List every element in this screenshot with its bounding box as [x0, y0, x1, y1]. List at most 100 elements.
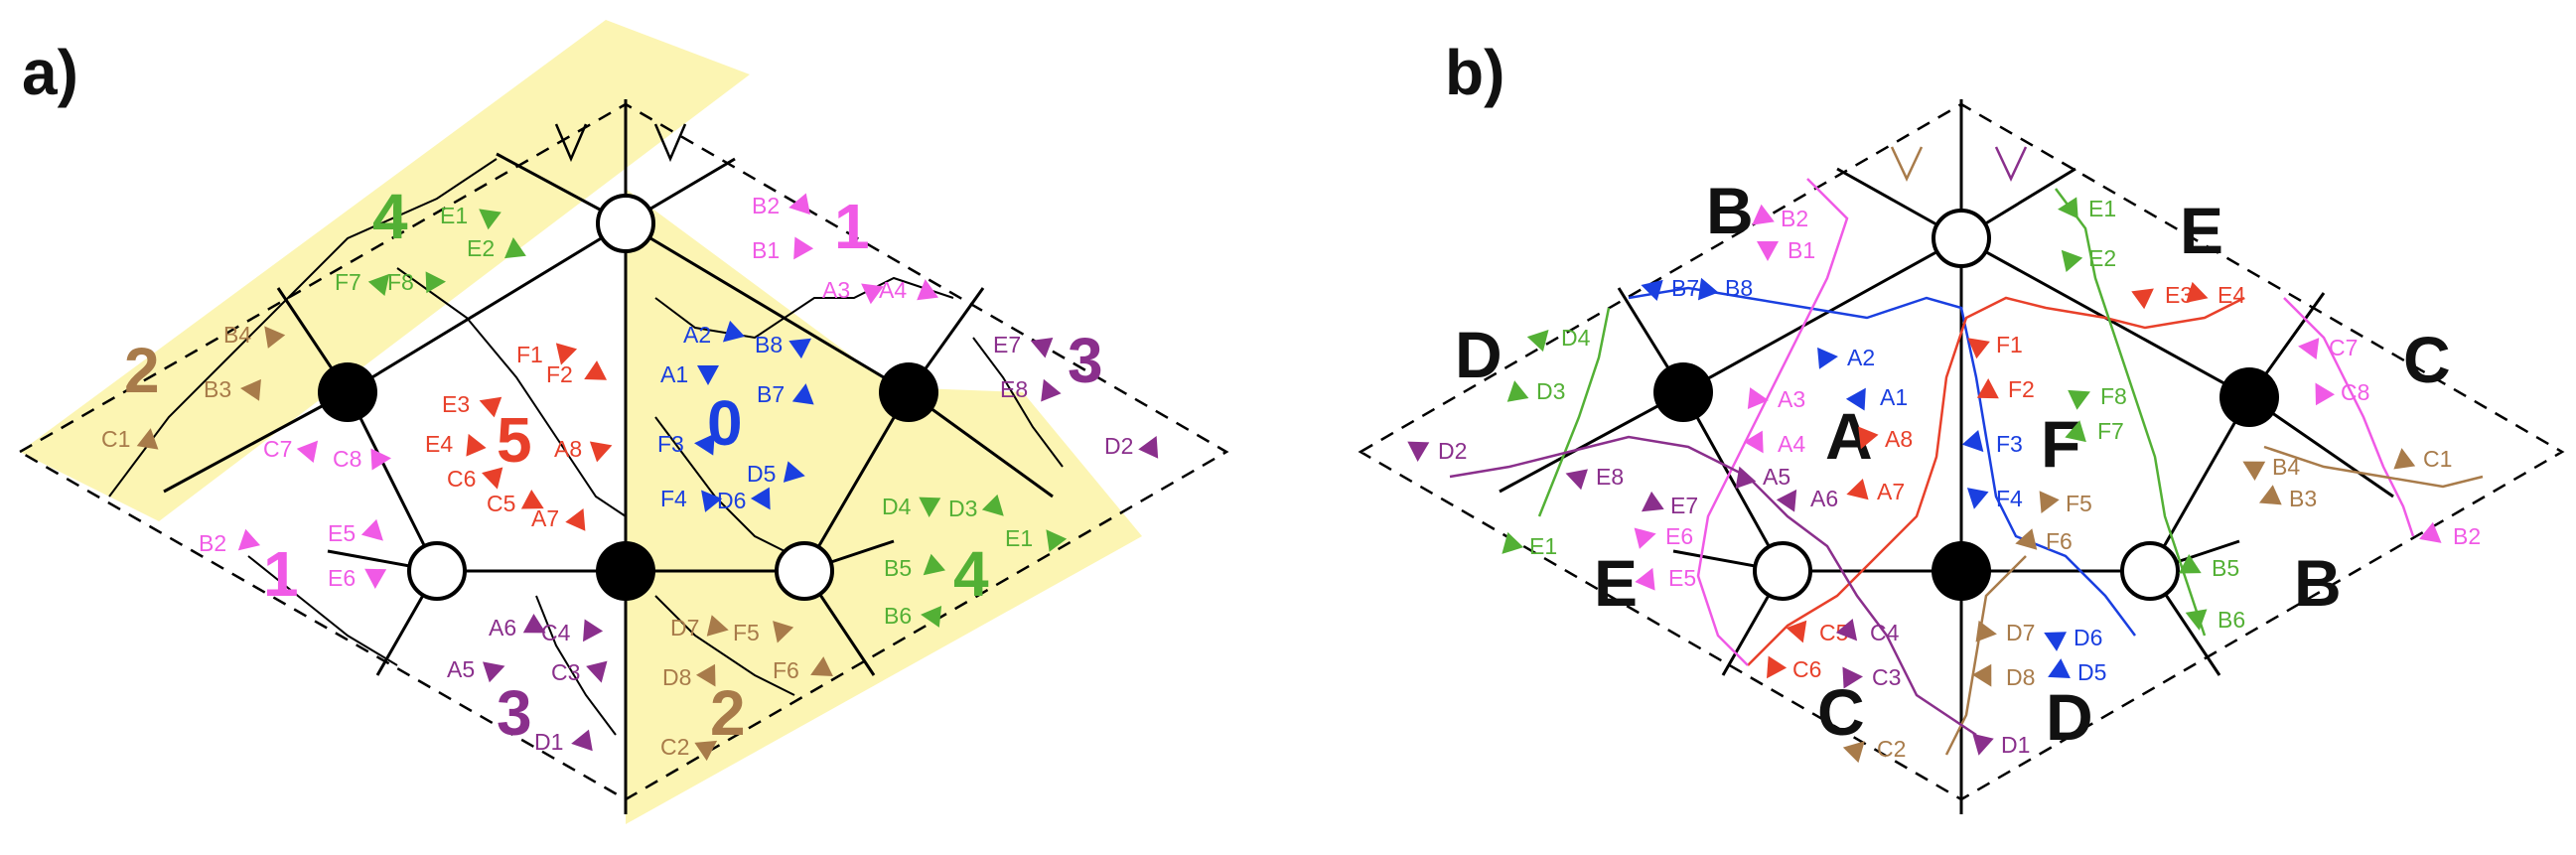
edge-label: E8	[1596, 464, 1624, 490]
arrow-marker	[917, 279, 939, 301]
edge-label: A3	[822, 277, 850, 303]
region-number: 4	[953, 538, 989, 610]
edge-label: A5	[1763, 464, 1790, 490]
arrow-marker	[522, 614, 546, 634]
region-letter: C	[1817, 675, 1865, 749]
panel-b: b)	[1358, 37, 2565, 814]
edge-label: F1	[1996, 332, 2023, 357]
edge-label: B5	[884, 555, 912, 581]
edge-label: A1	[660, 361, 688, 387]
edge-label: D5	[2077, 659, 2106, 685]
edge-label: F3	[657, 431, 684, 457]
region-number: 3	[497, 677, 532, 749]
node-open	[407, 541, 467, 601]
arrow-marker	[2015, 528, 2038, 550]
edge-label: A7	[531, 505, 559, 531]
edge-label: C7	[2329, 335, 2358, 360]
edge-label: C8	[333, 446, 361, 472]
arrow-marker	[1502, 531, 1524, 554]
arrow-marker	[1767, 655, 1788, 679]
edge-label: E1	[1529, 533, 1557, 559]
edge-label: F6	[773, 657, 799, 683]
panel-label-b: b)	[1445, 37, 1504, 108]
edge-label: A7	[1877, 479, 1905, 504]
arrow-marker	[2039, 491, 2060, 514]
node-filled	[2219, 367, 2279, 427]
edge-label: F4	[1996, 486, 2023, 511]
arrow-marker	[555, 343, 578, 365]
arrow-marker	[1735, 466, 1757, 490]
edge-label: F6	[2046, 528, 2073, 554]
edge-label: E7	[1670, 493, 1698, 518]
edge-label: A8	[1885, 426, 1913, 452]
arrow-marker	[1817, 347, 1838, 369]
arrow-marker	[1842, 666, 1863, 689]
arrow-marker	[810, 656, 833, 676]
edge-label: F3	[1996, 431, 2023, 457]
edge-label: B2	[1781, 206, 1808, 231]
arrow-marker	[1845, 387, 1866, 411]
edge-label: E2	[467, 235, 495, 261]
path-green	[2055, 188, 2207, 637]
edge-label: D1	[534, 729, 563, 755]
arrow-marker	[2242, 461, 2266, 481]
arrow-marker	[694, 740, 718, 762]
edge-label: A1	[1880, 384, 1908, 410]
edge-label: D1	[2001, 732, 2030, 758]
path-purple	[1449, 435, 1977, 737]
arrow-marker	[2131, 288, 2154, 310]
edge-label: A2	[683, 322, 711, 348]
arrow-marker	[1641, 491, 1664, 512]
arrow-marker	[697, 365, 719, 385]
edge-label: F2	[2008, 376, 2035, 402]
edge-label: D6	[2074, 625, 2102, 650]
arrow-marker	[2393, 448, 2416, 470]
edge-label: C2	[660, 734, 689, 760]
edge-label: F5	[2066, 491, 2092, 516]
arrow-marker	[1526, 329, 1549, 353]
region-letter: F	[2041, 407, 2080, 481]
edge-label: A5	[447, 656, 475, 682]
arrow-marker	[520, 490, 544, 509]
edge-label: D6	[717, 488, 746, 513]
region-number: 2	[710, 677, 746, 749]
edge-label: F2	[546, 361, 573, 387]
arrow-marker	[466, 433, 487, 457]
arrow-marker	[783, 461, 805, 483]
edge-label: F1	[516, 342, 543, 367]
node-open	[1753, 541, 1812, 601]
arrow-marker	[1041, 378, 1062, 402]
region-number: 2	[124, 335, 160, 406]
arrow-marker	[750, 487, 771, 510]
highlight-band-top-left	[20, 20, 750, 521]
region-number: 1	[263, 538, 299, 610]
path-magenta-right	[2283, 297, 2415, 537]
nodes-b	[1653, 209, 2279, 601]
edge-label: E5	[1668, 565, 1696, 591]
panel-label-a: a)	[22, 37, 78, 108]
edge-label: A4	[879, 277, 907, 303]
arrow-marker	[861, 283, 884, 305]
node-filled	[1932, 541, 1991, 601]
edge-label: B1	[752, 237, 780, 263]
arrow-marker	[1046, 529, 1068, 552]
edge-label: B8	[755, 332, 783, 357]
arrow-marker	[1961, 429, 1984, 453]
edge-label: F5	[733, 620, 760, 645]
edge-label: E3	[2165, 282, 2193, 308]
edge-label: B4	[223, 322, 251, 348]
edge-label: E4	[425, 431, 453, 457]
edge-label: A3	[1778, 386, 1805, 412]
arrow-marker	[1776, 489, 1797, 512]
arrow-marker	[1858, 426, 1879, 450]
region-number: 4	[372, 181, 408, 252]
edge-label: B3	[204, 376, 231, 402]
edge-label: D4	[1561, 325, 1591, 351]
edge-label: C6	[447, 466, 476, 492]
arrow-marker	[589, 441, 613, 463]
arrow-marker	[694, 433, 715, 456]
edge-label: C6	[1792, 656, 1821, 682]
edge-label: B2	[752, 193, 780, 218]
arrow-marker	[722, 320, 746, 343]
